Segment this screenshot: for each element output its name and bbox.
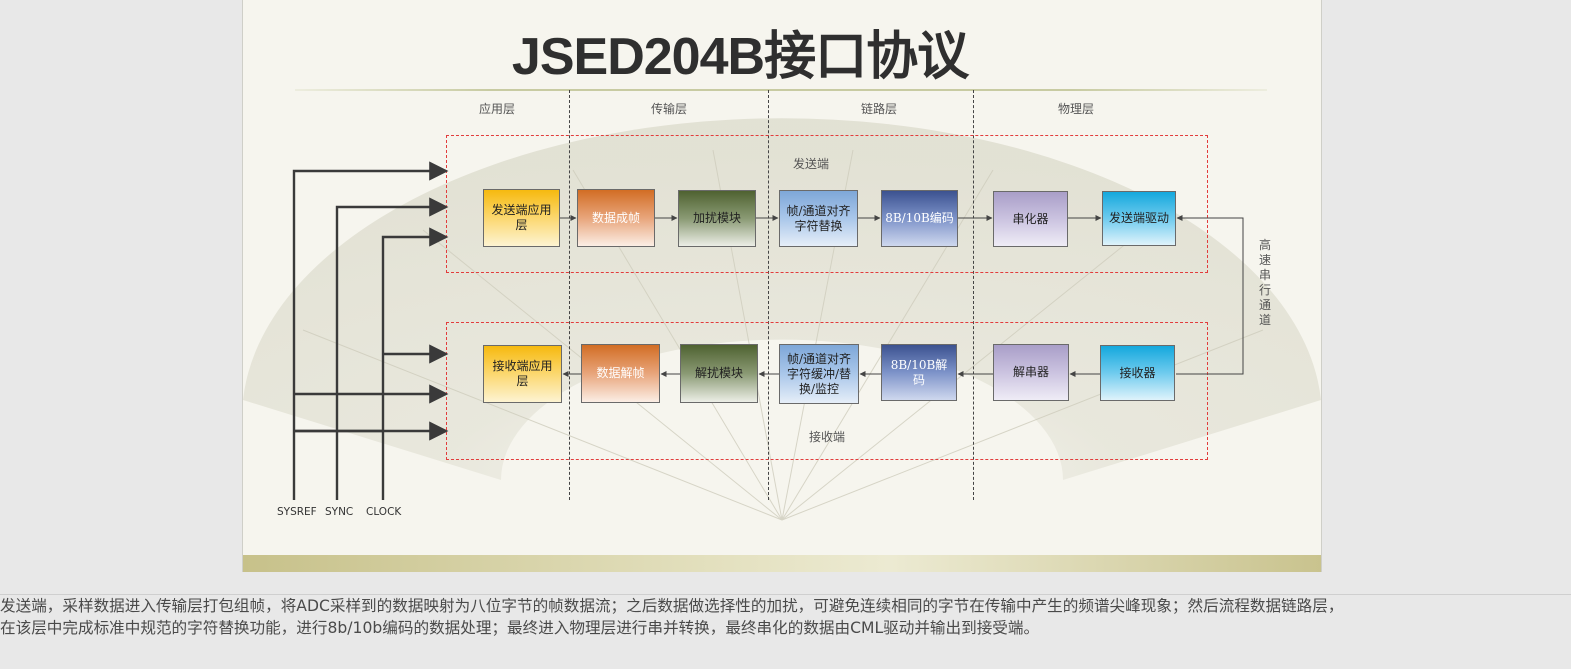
signal-label-sync: SYNC xyxy=(325,506,354,518)
layer-separator xyxy=(569,90,570,500)
tx-block-driver: 发送端驱动 xyxy=(1102,191,1176,246)
page-title: JSED204B接口协议 xyxy=(511,28,969,86)
channel-label: 高速串行通道 xyxy=(1259,238,1272,327)
tx-block-char-replace: 帧/通道对齐字符替换 xyxy=(779,190,858,247)
rx-block-app-layer: 接收端应用层 xyxy=(483,345,562,403)
signal-label-clock: CLOCK xyxy=(366,506,402,518)
tx-block-framing: 数据成帧 xyxy=(577,189,655,247)
rx-block-deframing: 数据解帧 xyxy=(581,344,660,403)
caption-text: 发送端，采样数据进入传输层打包组帧，将ADC采样到的数据映射为八位字节的帧数据流… xyxy=(0,594,1571,639)
layer-label-transport: 传输层 xyxy=(651,102,688,116)
tx-block-serializer: 串化器 xyxy=(993,191,1068,247)
rx-block-8b10b-decode: 8B/10B解码 xyxy=(881,344,957,401)
tx-block-scrambler: 加扰模块 xyxy=(678,190,756,247)
rx-block-receiver: 接收器 xyxy=(1100,345,1175,401)
title-divider xyxy=(295,89,1267,91)
caption-line: 发送端，采样数据进入传输层打包组帧，将ADC采样到的数据映射为八位字节的帧数据流… xyxy=(0,597,1344,615)
slide-footer-bar xyxy=(243,555,1321,572)
slide: JSED204B接口协议 应用层 传输层 链路层 物理层 发送端 接收端 发送端… xyxy=(242,0,1322,572)
tx-label: 发送端 xyxy=(793,157,830,171)
rx-block-char-buffer: 帧/通道对齐字符缓冲/替换/监控 xyxy=(779,344,859,404)
rx-label: 接收端 xyxy=(809,430,846,444)
layer-label-physical: 物理层 xyxy=(1058,102,1095,116)
layer-separator xyxy=(973,90,974,500)
layer-label-application: 应用层 xyxy=(479,102,516,116)
layer-label-link: 链路层 xyxy=(861,102,898,116)
signal-label-sysref: SYSREF xyxy=(277,506,317,518)
rx-block-descrambler: 解扰模块 xyxy=(680,344,758,403)
tx-block-8b10b-encode: 8B/10B编码 xyxy=(881,190,958,247)
caption-line: 在该层中完成标准中规范的字符替换功能，进行8b/10b编码的数据处理；最终进入物… xyxy=(0,619,1040,637)
rx-block-deserializer: 解串器 xyxy=(993,344,1069,401)
layer-separator xyxy=(768,90,769,500)
tx-block-app-layer: 发送端应用层 xyxy=(483,189,560,247)
